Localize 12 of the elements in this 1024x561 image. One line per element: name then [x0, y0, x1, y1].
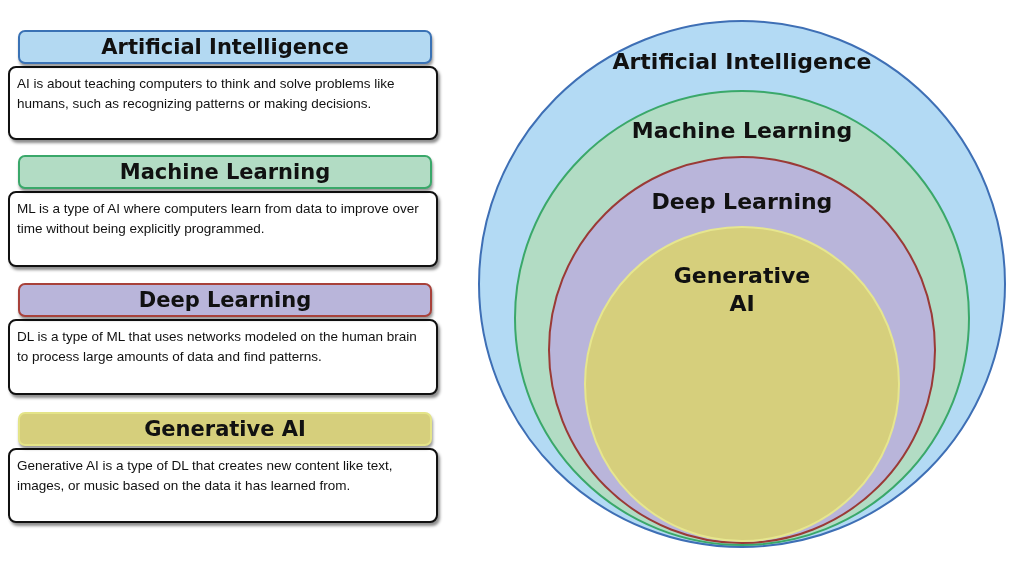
circle-label: Deep Learning	[650, 188, 834, 216]
description-panel: AI is about teaching computers to think and solve problems like humans, such as recognizing patterns or making decisions.	[8, 66, 438, 140]
card-heading: Deep Learning	[18, 283, 432, 317]
description-panel: DL is a type of ML that uses networks modeled on the human brain to process large amounts of data and find patterns.	[8, 319, 438, 395]
description-panel: Generative AI is a type of DL that creates new content like text, images, or music based on the data it has learned from.	[8, 448, 438, 523]
circle-label: Machine Learning	[630, 117, 854, 145]
card-heading: Generative AI	[18, 412, 432, 446]
circle-label: Artificial Intelligence	[611, 48, 873, 76]
circle-label: Generative AI	[672, 262, 812, 318]
card-heading: Artificial Intelligence	[18, 30, 432, 64]
description-panel: ML is a type of AI where computers learn from data to improve over time without being explicitly programmed.	[8, 191, 438, 267]
card-heading: Machine Learning	[18, 155, 432, 189]
